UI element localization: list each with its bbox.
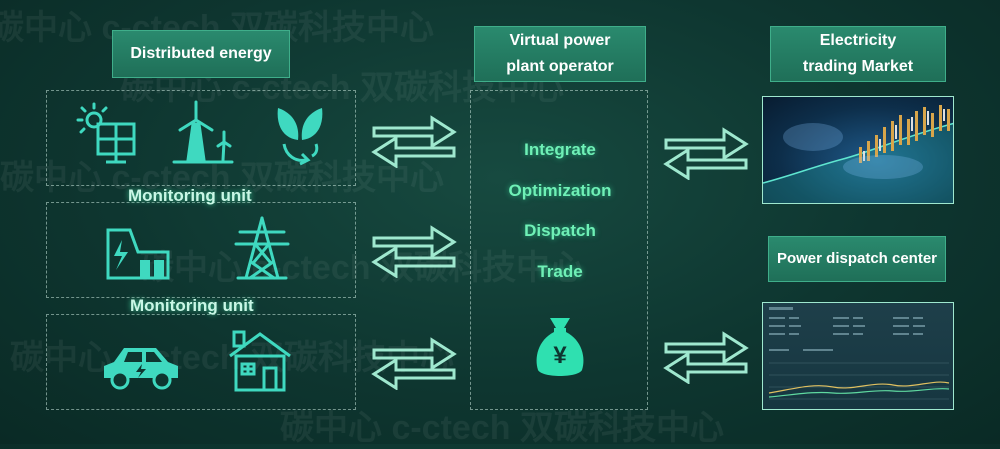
bidirectional-arrow-market <box>663 127 749 180</box>
dashboard-graphic <box>768 307 950 400</box>
electric-car-icon <box>104 348 178 390</box>
trading-market-label-line2: trading Market <box>802 58 914 75</box>
dispatch-dashboard-image <box>762 302 954 410</box>
energy-storage-building-icon <box>106 228 170 280</box>
function-dispatch: Dispatch <box>524 221 596 240</box>
bidirectional-arrow-dispatch <box>663 331 749 384</box>
bidirectional-arrow-row2 <box>371 225 457 278</box>
vpp-operator-header: Virtual power plant operator <box>474 26 646 82</box>
energy-box-row3 <box>46 314 356 410</box>
energy-box-row1 <box>46 90 356 186</box>
biomass-leaf-icon <box>277 108 323 166</box>
bidirectional-arrow-row3 <box>371 337 457 390</box>
distributed-energy-header: Distributed energy <box>112 30 290 78</box>
trading-market-chart-image <box>762 96 954 204</box>
vpp-operator-label-line2: plant operator <box>506 58 614 75</box>
solar-panel-icon <box>76 102 136 164</box>
trading-market-header: Electricity trading Market <box>770 26 946 82</box>
vpp-operator-label-line1: Virtual power <box>509 32 611 50</box>
wind-turbine-icon <box>172 100 234 164</box>
bidirectional-arrow-row1 <box>371 115 457 168</box>
house-icon <box>229 330 291 392</box>
candlestick-graphic <box>763 105 953 203</box>
yuan-symbol: ¥ <box>553 342 567 369</box>
trading-market-label-line1: Electricity <box>819 32 897 50</box>
dispatch-center-label: Power dispatch center <box>776 249 938 267</box>
monitoring-unit-label-1: Monitoring unit <box>128 186 252 205</box>
power-tower-icon <box>234 216 290 280</box>
monitoring-unit-label-2: Monitoring unit <box>130 296 254 315</box>
vpp-operator-box <box>470 90 648 410</box>
distributed-energy-label: Distributed energy <box>130 44 272 62</box>
money-bag-icon: ¥ <box>532 314 588 382</box>
function-trade: Trade <box>537 262 583 281</box>
energy-box-row2 <box>46 202 356 298</box>
function-optimization: Optimization <box>508 181 612 200</box>
dispatch-center-header: Power dispatch center <box>768 236 946 282</box>
function-integrate: Integrate <box>524 140 596 159</box>
